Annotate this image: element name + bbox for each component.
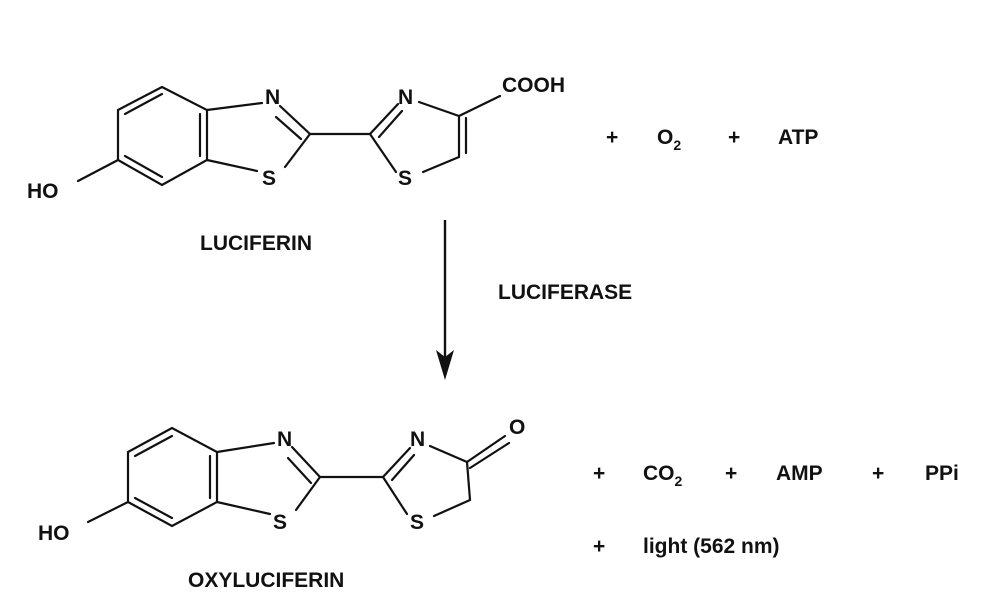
oxyluciferin-label: OXYLUCIFERIN: [188, 569, 344, 592]
reactant-plus-1: +: [606, 126, 618, 149]
reaction-arrow: [436, 220, 454, 380]
oxyluciferin-hydroxyl-bond: [86, 500, 130, 524]
co2-subscript: 2: [675, 473, 683, 489]
oxyluciferin-structure: N S N S O HO: [38, 416, 525, 545]
oxygen-formula: O2: [657, 126, 681, 153]
luciferin-label: LUCIFERIN: [200, 232, 312, 255]
product-plus-3: +: [872, 462, 884, 485]
oxyluciferin-carbonyl-oxygen: O: [509, 416, 525, 439]
ppi-label: PPi: [925, 462, 959, 485]
luciferin-hydroxyl-group: HO: [27, 180, 59, 203]
luciferin-atom-n1: N: [265, 86, 280, 109]
oxyluciferin-atom-s1: S: [273, 511, 287, 534]
reactant-plus-2: +: [728, 126, 740, 149]
luciferin-atom-n2: N: [398, 86, 413, 109]
oxyluciferin-benzothiazole-bonds: [215, 441, 322, 516]
oxyluciferin-atom-n1: N: [277, 428, 292, 451]
oxyluciferin-atom-n2: N: [410, 428, 425, 451]
luciferin-structure: N S N S COOH HO: [27, 74, 565, 203]
light-label: light (562 nm): [643, 535, 780, 558]
oxyluciferin-atom-s2: S: [410, 511, 424, 534]
oxyluciferin-benzene-ring: [126, 426, 219, 528]
luciferin-benzothiazole-bonds: [205, 101, 312, 173]
co2-formula: CO2: [643, 462, 683, 489]
luciferin-cooh-group: COOH: [502, 74, 565, 97]
enzyme-label: LUCIFERASE: [498, 281, 632, 304]
oxygen-base: O: [657, 126, 673, 149]
luciferin-atom-s2: S: [398, 167, 412, 190]
amp-label: AMP: [776, 462, 823, 485]
luciferin-atom-s1: S: [262, 167, 276, 190]
luciferin-benzene-inner-bonds: [123, 92, 202, 179]
product-plus-2: +: [725, 462, 737, 485]
luciferin-benzene-ring: [116, 85, 209, 187]
product-plus-4: +: [593, 535, 605, 558]
oxyluciferin-benzene-inner-bonds: [133, 434, 212, 520]
co2-base: CO: [643, 462, 675, 485]
product-plus-1: +: [593, 462, 605, 485]
luciferin-hydroxyl-bond: [76, 158, 120, 183]
oxyluciferin-hydroxyl-group: HO: [38, 522, 70, 545]
atp-label: ATP: [778, 126, 818, 149]
oxyluciferin-thiazolone-bonds: [381, 434, 511, 518]
oxygen-subscript: 2: [673, 137, 681, 153]
luciferin-thiazole-bonds: [368, 94, 502, 174]
